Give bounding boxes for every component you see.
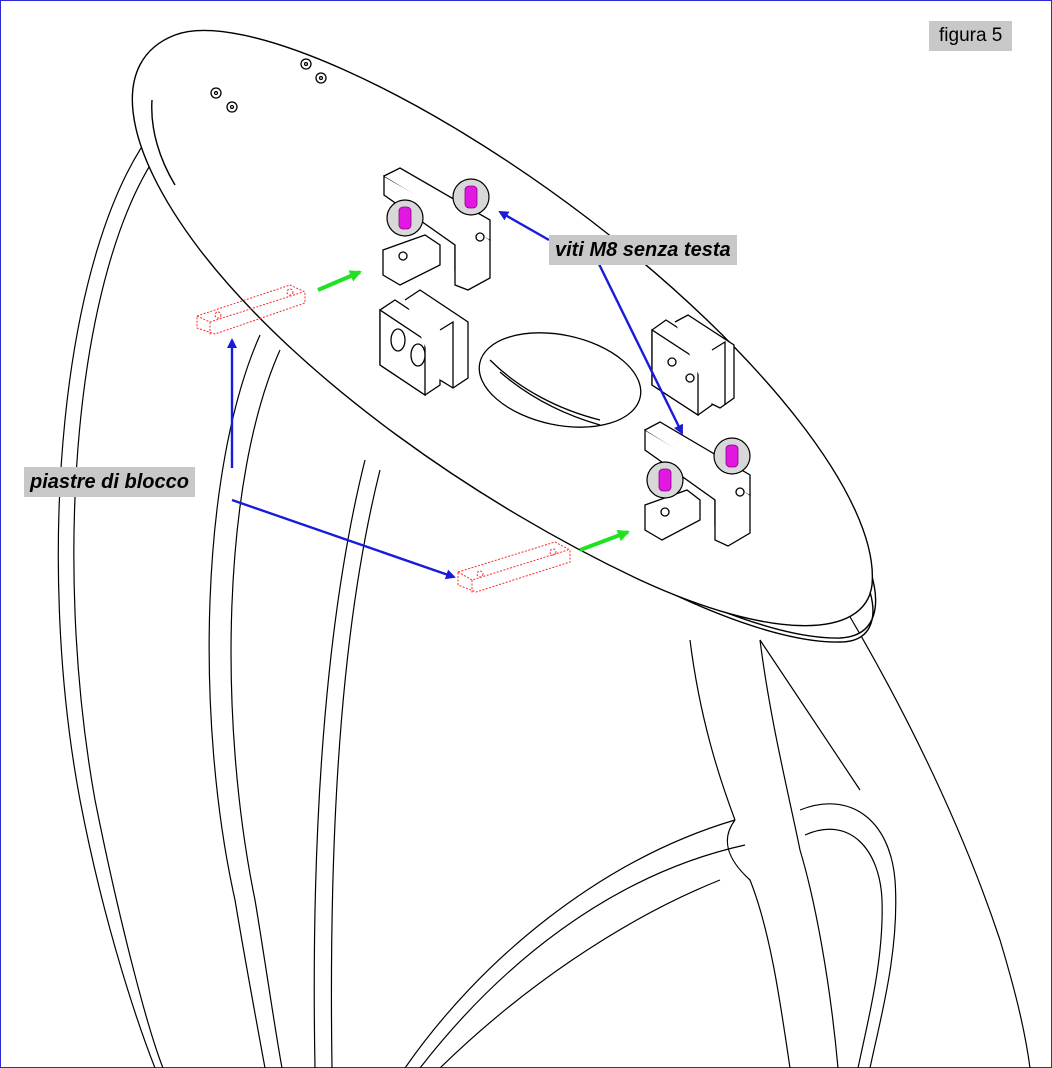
leader-arrow-icon — [227, 210, 684, 580]
figure-label: figura 5 — [929, 21, 1013, 51]
plates-callout: piastre di blocco — [24, 467, 195, 497]
grub-screw-icon — [386, 178, 751, 499]
central-opening — [478, 332, 642, 428]
top-plate — [131, 29, 877, 643]
mounting-holes — [210, 58, 327, 113]
clamp-block-right — [651, 314, 735, 417]
locking-plate-icon — [196, 284, 571, 594]
clamp-block-left — [379, 289, 469, 397]
stand-legs — [57, 127, 1031, 1068]
screws-callout: viti M8 senza testa — [549, 235, 737, 265]
motion-arrow-icon — [317, 270, 630, 552]
bracket-lower — [644, 421, 752, 547]
